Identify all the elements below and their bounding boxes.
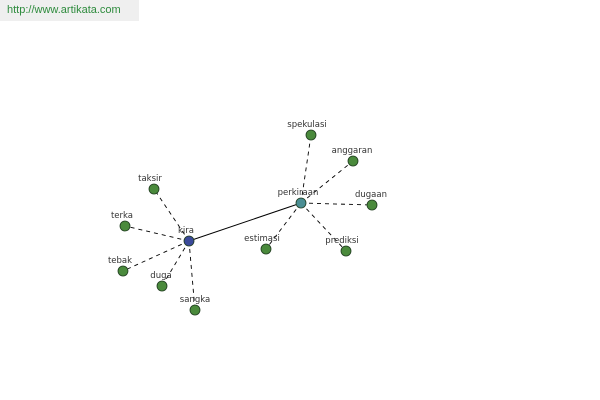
site-url-text[interactable]: http://www.artikata.com bbox=[7, 4, 121, 16]
node-label-spekulasi[interactable]: spekulasi bbox=[287, 120, 326, 130]
edge-kira-duga bbox=[161, 240, 190, 287]
node-label-kira[interactable]: kira bbox=[178, 226, 194, 236]
graph-nodes bbox=[117, 129, 378, 316]
node-label-anggaran[interactable]: anggaran bbox=[332, 146, 373, 156]
node-label-taksir[interactable]: taksir bbox=[138, 174, 162, 184]
node-terka[interactable] bbox=[119, 220, 131, 232]
edge-perkiraan-estimasi bbox=[265, 202, 302, 250]
node-label-dugaan[interactable]: dugaan bbox=[355, 190, 387, 200]
node-label-prediksi[interactable]: prediksi bbox=[325, 236, 358, 246]
edge-perkiraan-prediksi bbox=[300, 202, 347, 252]
edge-kira-terka bbox=[124, 225, 190, 242]
edge-perkiraan-anggaran bbox=[300, 160, 354, 204]
node-label-duga[interactable]: duga bbox=[150, 271, 171, 281]
edge-kira-tebak bbox=[122, 240, 190, 272]
node-label-tebak[interactable]: tebak bbox=[108, 256, 132, 266]
node-estimasi[interactable] bbox=[260, 243, 272, 255]
node-kira[interactable] bbox=[183, 235, 195, 247]
node-anggaran[interactable] bbox=[347, 155, 359, 167]
site-url-banner[interactable]: http://www.artikata.com bbox=[0, 0, 139, 21]
node-tebak[interactable] bbox=[117, 265, 129, 277]
node-label-sangka[interactable]: sangka bbox=[180, 295, 210, 305]
node-duga[interactable] bbox=[156, 280, 168, 292]
graph-edges bbox=[122, 134, 373, 311]
node-label-perkiraan[interactable]: perkiraan bbox=[278, 188, 319, 198]
node-perkiraan[interactable] bbox=[295, 197, 307, 209]
node-spekulasi[interactable] bbox=[305, 129, 317, 141]
node-prediksi[interactable] bbox=[340, 245, 352, 257]
node-dugaan[interactable] bbox=[366, 199, 378, 211]
node-label-terka[interactable]: terka bbox=[111, 211, 133, 221]
graph-labels: taksir terka tebak duga sangka spekulasi angga… bbox=[108, 120, 387, 305]
edge-kira-perkiraan bbox=[188, 202, 302, 242]
node-taksir[interactable] bbox=[148, 183, 160, 195]
node-sangka[interactable] bbox=[189, 304, 201, 316]
node-label-estimasi[interactable]: estimasi bbox=[244, 234, 280, 244]
edge-perkiraan-spekulasi bbox=[300, 134, 312, 204]
edge-kira-taksir bbox=[153, 188, 190, 242]
edge-kira-sangka bbox=[188, 240, 196, 311]
edge-perkiraan-dugaan bbox=[300, 202, 373, 206]
